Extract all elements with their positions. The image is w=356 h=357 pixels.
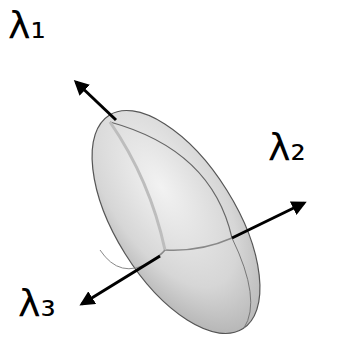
- axis-arrow: [232, 203, 304, 238]
- axis-arrow: [76, 82, 116, 120]
- section-lines: [100, 122, 251, 328]
- axis-arrow: [82, 256, 160, 304]
- axis-arrows: [76, 82, 304, 304]
- axis-label: λ₃: [18, 284, 56, 322]
- axis-label: λ₁: [8, 6, 46, 44]
- ellipsoid-body: [58, 83, 293, 357]
- axis-label: λ₂: [268, 128, 306, 166]
